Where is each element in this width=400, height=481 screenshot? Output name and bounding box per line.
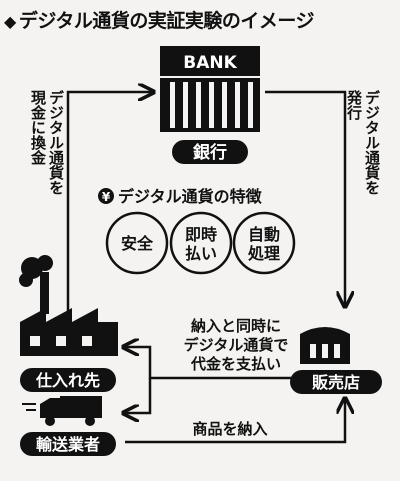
connector-lines — [66, 90, 345, 444]
bank-sign: BANK — [183, 53, 237, 73]
features-heading: ¥ デジタル通貨の特徴 — [98, 187, 263, 206]
bank-building-icon: BANK — [160, 46, 260, 132]
bank-to-store-label: デジタル通貨を 発行 — [345, 89, 381, 195]
supplier-to-bank-label-line-1: デジタル通貨を — [47, 89, 65, 195]
store-to-supplier-label-line-1: 納入と同時に — [191, 317, 281, 335]
truck-icon — [22, 396, 102, 426]
feature-auto-line-2: 処理 — [248, 244, 280, 263]
store-to-supplier-arrow — [125, 347, 300, 380]
shipper-to-store-arrow — [125, 400, 345, 444]
bank-to-store-label-line-2: 発行 — [345, 89, 363, 121]
feature-safe: 安全 — [121, 234, 154, 253]
supplier-badge: 仕入れ先 — [20, 368, 116, 392]
shipper-to-store-label: 商品を納入 — [192, 420, 267, 438]
title-text: デジタル通貨の実証実験のイメージ — [18, 10, 315, 32]
store-to-shipper-arrow — [125, 378, 152, 413]
store-to-supplier-label-line-2: デジタル通貨で — [184, 336, 289, 354]
bank-label: 銀行 — [193, 142, 227, 163]
diagram-title: ◆デジタル通貨の実証実験のイメージ — [4, 6, 315, 33]
yen-icon — [98, 188, 114, 204]
shipper-badge: 輸送業者 — [20, 432, 116, 456]
feature-auto-line-1: 自動 — [248, 225, 280, 244]
store-label: 販売店 — [312, 373, 360, 392]
store-to-supplier-label: 納入と同時に デジタル通貨で 代金を支払い — [184, 317, 289, 373]
feature-instant-line-1: 即時 — [185, 225, 217, 244]
supplier-to-bank-label: デジタル通貨を 現金に換金 — [29, 89, 65, 195]
shipper-label: 輸送業者 — [36, 435, 100, 454]
factory-icon — [19, 255, 118, 356]
features-heading-text: デジタル通貨の特徴 — [118, 187, 263, 206]
feature-circles: 安全 即時 払い 自動 処理 — [105, 211, 296, 275]
svg-text:¥: ¥ — [102, 190, 111, 204]
bank-to-store-label-line-1: デジタル通貨を — [363, 89, 381, 195]
store-badge: 販売店 — [290, 370, 382, 394]
bank-to-store-arrow — [265, 90, 345, 305]
store-to-supplier-label-line-3: 代金を支払い — [190, 355, 281, 373]
feature-instant-line-2: 払い — [185, 244, 217, 263]
supplier-label: 仕入れ先 — [35, 371, 100, 390]
bank-label-badge: 銀行 — [172, 140, 248, 164]
supplier-to-bank-label-line-2: 現金に換金 — [29, 90, 47, 165]
supplier-to-bank-arrow — [66, 92, 152, 336]
cube-icon: ◆ — [4, 12, 16, 31]
store-icon — [300, 327, 350, 364]
